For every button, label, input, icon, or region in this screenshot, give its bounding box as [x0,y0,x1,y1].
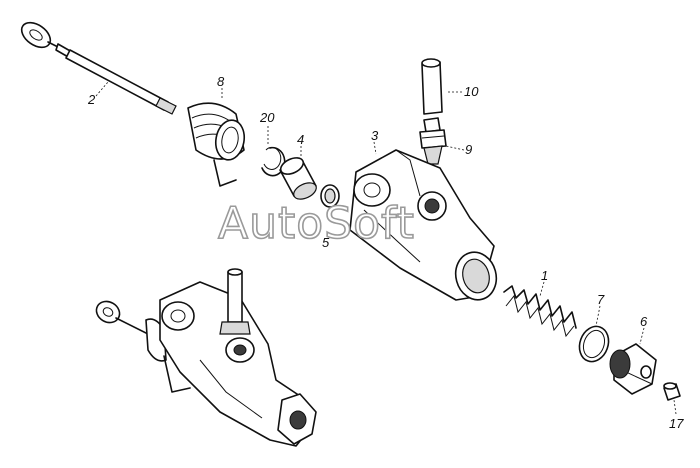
callout-4: 4 [297,132,304,147]
part-4-piston [279,157,317,200]
callout-8: 8 [217,74,225,89]
callout-1: 1 [541,268,548,283]
callout-20: 20 [259,110,275,125]
assembled-cylinder [95,268,317,447]
part-3-housing [349,149,498,301]
part-5-seal [320,184,340,208]
callout-9: 9 [465,142,472,157]
part-8-boot [187,102,246,187]
leader-lines [95,81,677,415]
callout-3: 3 [371,128,379,143]
part-17-cap [663,382,681,401]
part-1-spring [503,285,577,338]
watermark: AutoSoft [218,198,415,249]
callout-7: 7 [597,292,605,307]
part-10-tube [421,58,443,115]
part-6-plug [609,343,657,395]
part-9-fitting [419,117,447,165]
callout-6: 6 [640,314,648,329]
part-2-push-rod [20,21,177,115]
callouts: 2 8 20 4 3 10 9 5 1 7 6 17 [87,74,684,431]
callout-10: 10 [464,84,479,99]
callout-2: 2 [87,92,96,107]
part-7-o-ring [578,325,610,363]
callout-5: 5 [322,235,330,250]
callout-17: 17 [669,416,684,431]
